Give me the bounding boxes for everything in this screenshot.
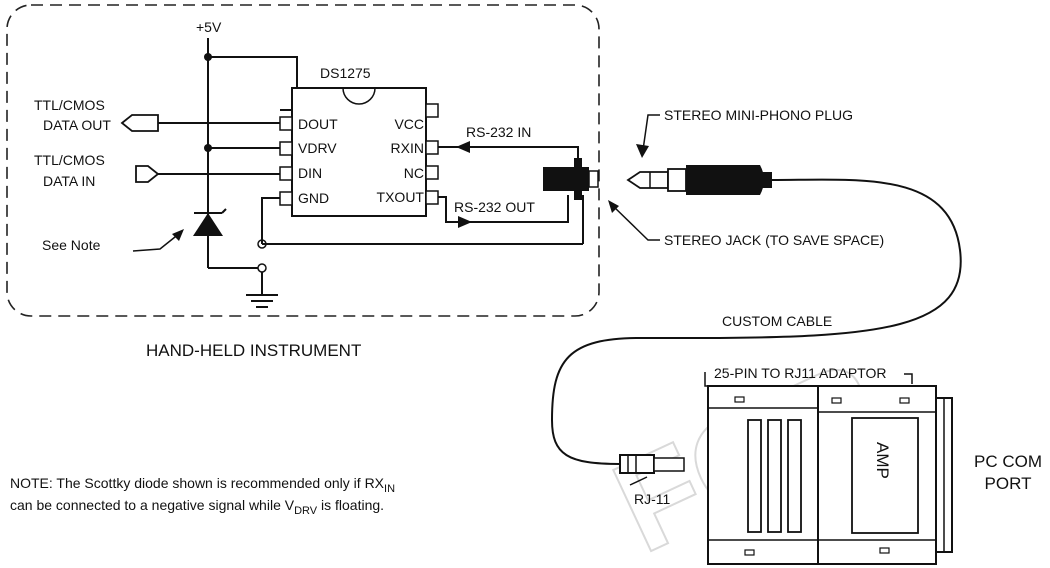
pin-box xyxy=(425,140,439,155)
pin-vdrv: VDRV xyxy=(298,140,337,156)
arrowhead-icon xyxy=(172,229,184,241)
adaptor-slot xyxy=(787,419,802,533)
adaptor-tab xyxy=(899,397,910,404)
phono-plug-sleeve xyxy=(667,168,687,192)
note-line-2: can be connected to a negative signal wh… xyxy=(10,497,384,517)
custom-cable xyxy=(550,178,962,465)
pin-box xyxy=(279,166,293,181)
adaptor-slot xyxy=(747,419,762,533)
data-out-connector-icon xyxy=(120,114,159,132)
ds1275-chip xyxy=(291,87,427,217)
arrowhead-icon xyxy=(636,144,649,158)
rj11-label: RJ-11 xyxy=(634,491,671,507)
jack-flange xyxy=(574,158,582,200)
pin-box xyxy=(279,141,293,156)
adaptor-tab xyxy=(879,547,890,554)
diode-hook xyxy=(221,208,227,214)
schottky-diode-icon xyxy=(193,213,223,236)
rs232-out-label: RS-232 OUT xyxy=(454,199,535,215)
phono-plug-strain-relief xyxy=(760,172,772,188)
instrument-boundary xyxy=(6,4,600,317)
ground-wire xyxy=(208,267,263,295)
adaptor-tab xyxy=(831,397,842,404)
rs232-in-label: RS-232 IN xyxy=(466,124,531,140)
pin-box xyxy=(425,165,439,180)
pin-din: DIN xyxy=(298,165,322,181)
adaptor-tab xyxy=(734,396,745,403)
adaptor-bracket xyxy=(704,372,712,387)
see-note-arrow xyxy=(132,232,181,252)
pin-nc: NC xyxy=(404,165,424,181)
phono-plug-body xyxy=(686,165,764,195)
data-out-label-1: TTL/CMOS xyxy=(34,97,105,113)
rs232-out-wire xyxy=(438,195,569,223)
adaptor-slot xyxy=(767,419,782,533)
note-line-1: NOTE: The Scottky diode shown is recomme… xyxy=(10,475,395,495)
jack-label: STEREO JACK (TO SAVE SPACE) xyxy=(664,232,884,248)
data-in-connector-icon xyxy=(135,165,160,183)
pin-box xyxy=(279,116,293,131)
chip-notch xyxy=(342,87,376,105)
jack-opening xyxy=(588,170,599,188)
node-circle xyxy=(257,263,267,273)
adaptor-bracket xyxy=(904,373,913,384)
pin-box xyxy=(425,190,439,205)
rj11-plug-icon xyxy=(619,454,655,474)
adaptor-tab xyxy=(744,549,755,556)
pc-port-label-2: PORT xyxy=(985,474,1032,493)
vcc-feedback-wire xyxy=(208,56,298,111)
pin-vcc: VCC xyxy=(394,116,424,132)
adaptor-label: 25-PIN TO RJ11 ADAPTOR xyxy=(714,365,886,381)
pin-txout: TXOUT xyxy=(377,189,425,205)
cable-label: CUSTOM CABLE xyxy=(722,313,832,329)
data-out-label-2: DATA OUT xyxy=(43,117,111,133)
stereo-jack-icon xyxy=(543,167,589,191)
arrowhead-icon xyxy=(456,141,470,153)
plug-label: STEREO MINI-PHONO PLUG xyxy=(664,107,853,123)
gnd-wire xyxy=(261,197,280,244)
arrowhead-icon xyxy=(458,216,472,228)
amp-label-panel xyxy=(851,417,919,534)
rj11-leader xyxy=(629,476,648,486)
arrowhead-icon xyxy=(608,200,619,213)
rj11-socket xyxy=(653,457,685,472)
pin-dout: DOUT xyxy=(298,116,338,132)
data-in-label-2: DATA IN xyxy=(43,173,95,189)
jack-label-arrow xyxy=(611,204,660,241)
pc-port-label-1: PC COM xyxy=(974,452,1042,471)
see-note-label: See Note xyxy=(42,237,101,253)
rs232-in-wire xyxy=(438,146,579,164)
amp-brand-label: AMP xyxy=(873,442,892,479)
pin-box xyxy=(279,191,293,206)
chip-name: DS1275 xyxy=(320,65,371,81)
supply-label: +5V xyxy=(196,19,222,35)
pin-gnd: GND xyxy=(298,190,329,206)
phono-plug-tip xyxy=(626,171,669,189)
instrument-label: HAND-HELD INSTRUMENT xyxy=(146,341,361,360)
plug-label-arrow xyxy=(642,114,660,151)
data-in-label-1: TTL/CMOS xyxy=(34,152,105,168)
pin-rxin: RXIN xyxy=(391,140,424,156)
pin-box xyxy=(425,103,439,118)
